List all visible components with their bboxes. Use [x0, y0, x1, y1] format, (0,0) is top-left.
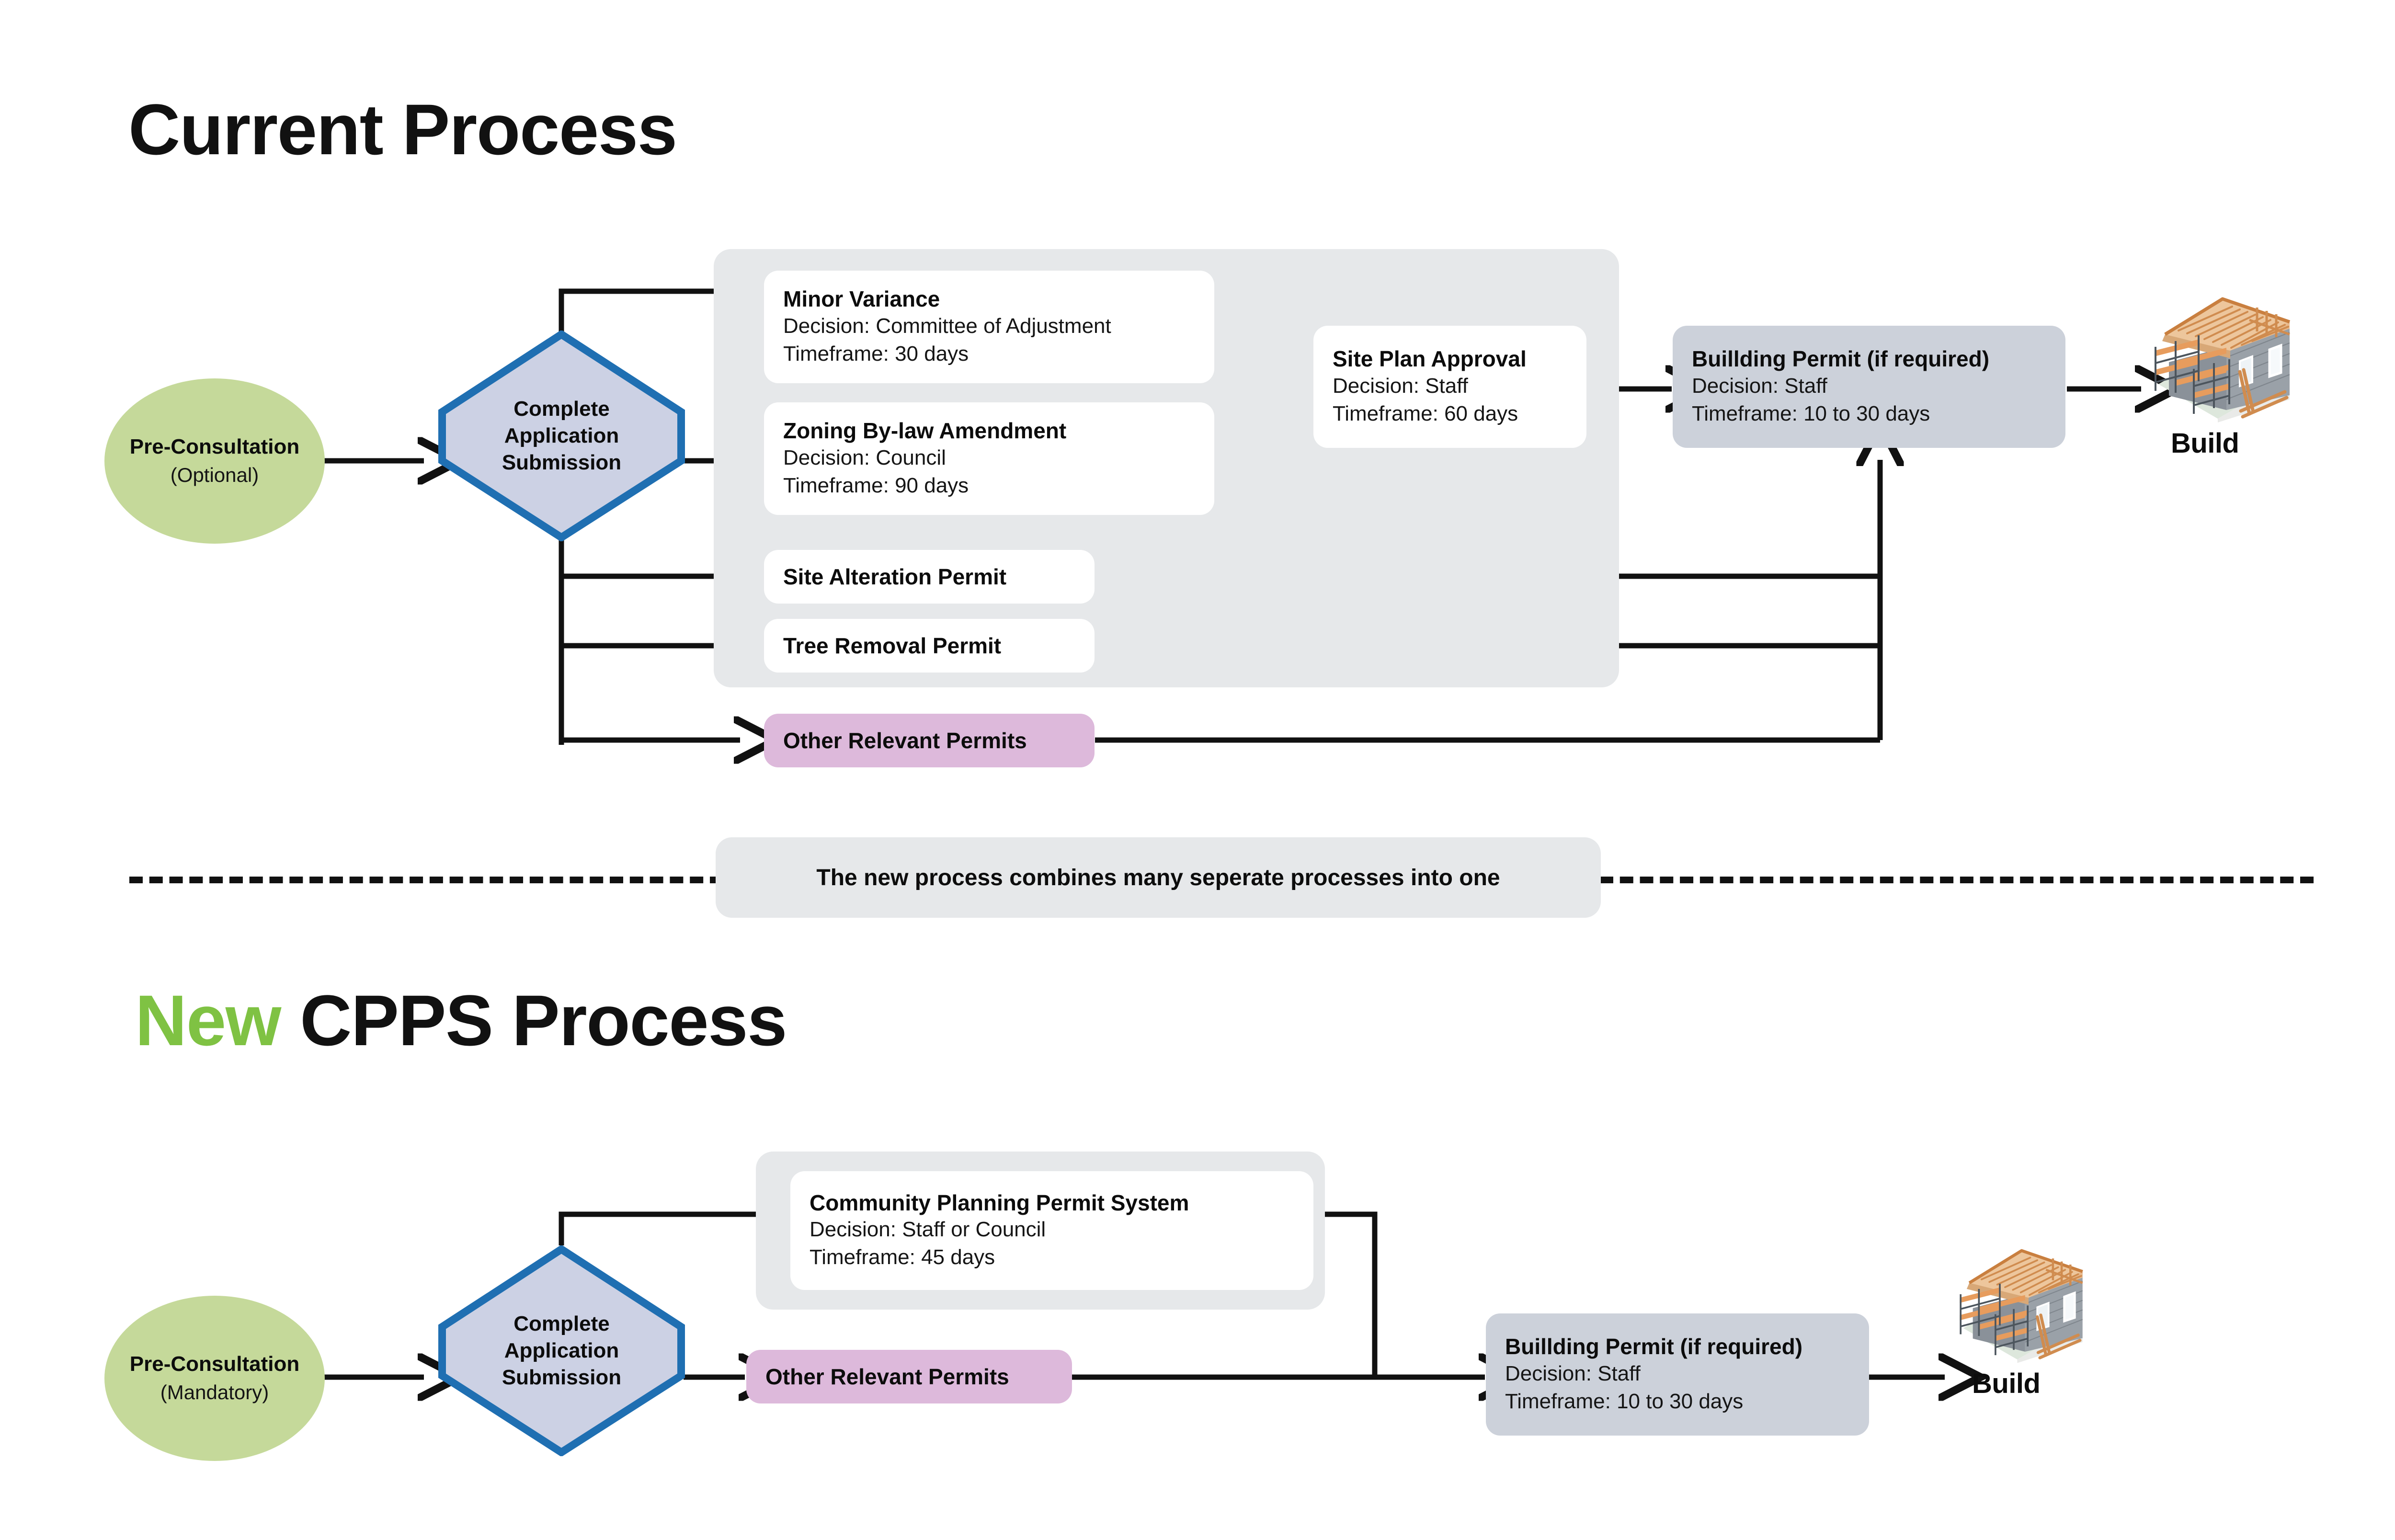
card-site-alteration-permit[interactable]: Site Alteration Permit	[764, 550, 1095, 604]
decision-line-2: Application	[504, 423, 619, 447]
card-zoning-by-law-amendment[interactable]: Zoning By-law Amendment Decision: Counci…	[764, 402, 1214, 515]
decision-line-3: Submission	[502, 451, 622, 475]
build-label: Build	[2171, 428, 2239, 459]
build-label: Build	[1972, 1368, 2041, 1399]
divider-dashes-left	[129, 877, 723, 883]
card-other-relevant-permits-current[interactable]: Other Relevant Permits	[764, 714, 1095, 767]
node-build-new: Build	[1952, 1248, 2110, 1406]
divider-note-text: The new process combines many seperate p…	[816, 865, 1500, 890]
card-decision: Decision: Staff	[1505, 1361, 1641, 1385]
decision-line-1: Complete	[513, 397, 610, 421]
decision-label: Complete Application Submission	[438, 331, 685, 541]
card-site-plan-approval[interactable]: Site Plan Approval Decision: Staff Timef…	[1313, 326, 1586, 448]
node-build-current: Build	[2146, 297, 2304, 459]
card-decision: Decision: Staff	[1692, 374, 1827, 398]
decision-line-2: Application	[504, 1338, 619, 1362]
divider-note: The new process combines many seperate p…	[716, 837, 1601, 918]
card-timeframe: Timeframe: 90 days	[783, 473, 969, 497]
node-pre-consultation-current[interactable]: Pre-Consultation (Optional)	[104, 378, 325, 544]
card-title: Site Alteration Permit	[783, 564, 1007, 589]
card-decision: Decision: Staff or Council	[810, 1218, 1046, 1242]
card-timeframe: Timeframe: 30 days	[783, 342, 969, 365]
card-decision: Decision: Committee of Adjustment	[783, 314, 1111, 338]
card-title: Site Plan Approval	[1333, 346, 1527, 372]
page-title-new-cpps-process: New CPPS Process	[135, 984, 787, 1056]
decision-line-1: Complete	[513, 1312, 610, 1335]
card-timeframe: Timeframe: 45 days	[810, 1245, 995, 1269]
card-title: Buillding Permit (if required)	[1692, 346, 1990, 372]
node-complete-application-submission-current[interactable]: Complete Application Submission	[438, 331, 685, 541]
card-community-planning-permit-system[interactable]: Community Planning Permit System Decisio…	[790, 1171, 1313, 1290]
house-under-construction-icon	[1952, 1248, 2096, 1368]
page-title-current-process: Current Process	[128, 89, 677, 170]
card-decision: Decision: Council	[783, 445, 946, 469]
card-timeframe: Timeframe: 60 days	[1333, 401, 1518, 425]
card-tree-removal-permit[interactable]: Tree Removal Permit	[764, 619, 1095, 673]
card-title: Buillding Permit (if required)	[1505, 1334, 1803, 1359]
house-under-construction-icon	[2146, 297, 2304, 426]
decision-label: Complete Application Submission	[438, 1245, 685, 1456]
card-building-permit-new[interactable]: Buillding Permit (if required) Decision:…	[1486, 1313, 1869, 1436]
card-other-relevant-permits-new[interactable]: Other Relevant Permits	[746, 1350, 1072, 1403]
card-timeframe: Timeframe: 10 to 30 days	[1505, 1389, 1744, 1413]
node-pre-consultation-new[interactable]: Pre-Consultation (Mandatory)	[104, 1296, 325, 1461]
decision-line-3: Submission	[502, 1366, 622, 1390]
pre-consultation-label: Pre-Consultation	[129, 1352, 300, 1376]
divider-dashes-right	[1600, 877, 2314, 883]
title-rest-text: CPPS Process	[300, 980, 787, 1061]
card-title: Minor Variance	[783, 286, 940, 312]
card-title: Other Relevant Permits	[783, 728, 1027, 753]
hexagon-shape	[438, 1245, 685, 1456]
card-decision: Decision: Staff	[1333, 374, 1468, 398]
card-title: Other Relevant Permits	[765, 1364, 1009, 1389]
card-timeframe: Timeframe: 10 to 30 days	[1692, 401, 1930, 425]
card-minor-variance[interactable]: Minor Variance Decision: Committee of Ad…	[764, 271, 1214, 383]
card-title: Zoning By-law Amendment	[783, 418, 1067, 444]
title-accent-new: New	[135, 980, 281, 1061]
card-title: Tree Removal Permit	[783, 633, 1002, 658]
node-complete-application-submission-new[interactable]: Complete Application Submission	[438, 1245, 685, 1456]
pre-consultation-sublabel: (Mandatory)	[160, 1380, 269, 1403]
pre-consultation-sublabel: (Optional)	[170, 463, 259, 486]
hexagon-shape	[438, 331, 685, 541]
card-title: Community Planning Permit System	[810, 1190, 1189, 1215]
title-rest-cpps-process	[281, 980, 300, 1061]
pre-consultation-label: Pre-Consultation	[129, 434, 300, 458]
card-building-permit-current[interactable]: Buillding Permit (if required) Decision:…	[1673, 326, 2065, 448]
